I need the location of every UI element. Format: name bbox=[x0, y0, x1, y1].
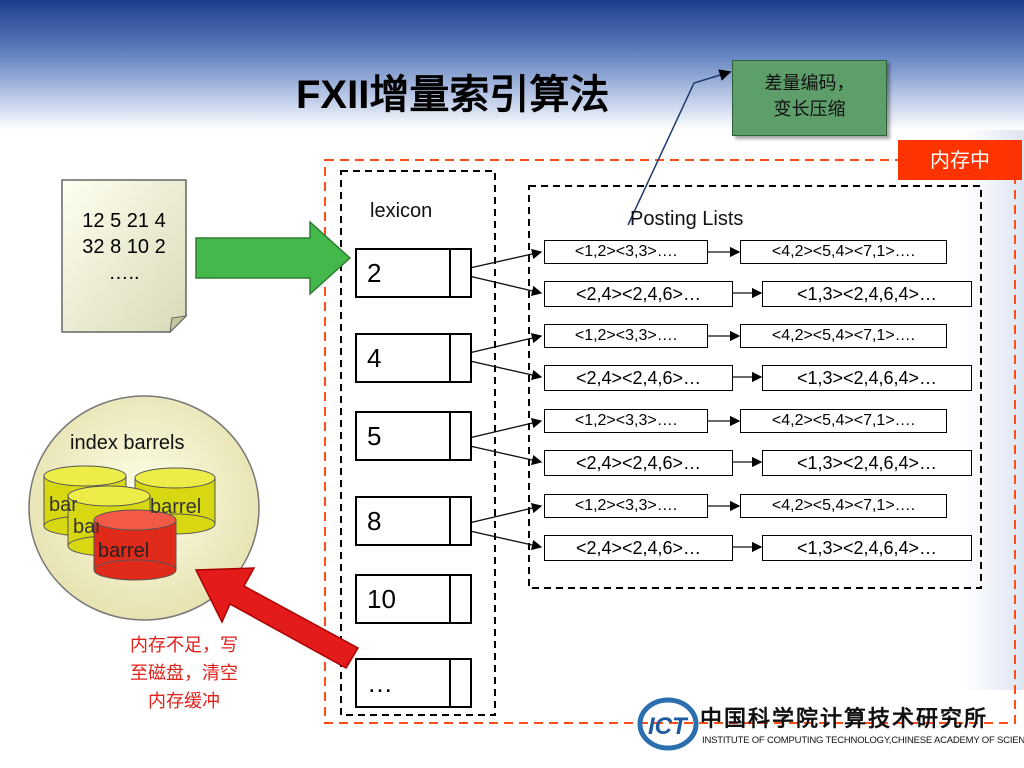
flush-note-line1: 内存不足，写 bbox=[130, 635, 238, 656]
institute-name-cn: 中国科学院计算技术研究所 bbox=[700, 706, 989, 732]
posting-box: <2,4><2,4,6>… bbox=[544, 535, 733, 561]
posting-box: <4,2><5,4><7,1>…. bbox=[740, 409, 947, 433]
flush-arrow bbox=[194, 567, 360, 670]
posting-region bbox=[528, 185, 982, 589]
compression-note: 差量编码， 变长压缩 bbox=[732, 60, 887, 136]
page-title: FXII增量索引算法 bbox=[296, 73, 610, 117]
lexicon-entry-key: 5 bbox=[367, 421, 382, 451]
posting-box: <1,2><3,3>…. bbox=[544, 494, 708, 518]
ict-logo-icon: ICT bbox=[637, 697, 699, 751]
posting-box: <1,2><3,3>…. bbox=[544, 324, 708, 348]
input-arrow bbox=[195, 220, 352, 296]
flush-note-line3: 内存缓冲 bbox=[148, 691, 220, 712]
lexicon-entry-key: 2 bbox=[367, 258, 382, 288]
memory-region bbox=[324, 159, 1016, 724]
lexicon-entry: 10 bbox=[355, 574, 472, 624]
document-text: 12 5 21 4 32 8 10 2 ….. bbox=[62, 208, 186, 286]
posting-box: <2,4><2,4,6>… bbox=[544, 450, 733, 476]
document-line2: 32 8 10 2 bbox=[82, 236, 166, 258]
institute-name-en: INSTITUTE OF COMPUTING TECHNOLOGY,CHINES… bbox=[702, 735, 1024, 746]
lexicon-region bbox=[340, 170, 496, 716]
document-fold bbox=[169, 315, 188, 334]
posting-box: <4,2><5,4><7,1>…. bbox=[740, 324, 947, 348]
lexicon-entry: 5 bbox=[355, 411, 472, 461]
lexicon-entry: 4 bbox=[355, 333, 472, 383]
posting-box: <2,4><2,4,6>… bbox=[544, 365, 733, 391]
barrel-label: barrel bbox=[49, 494, 77, 516]
posting-box: <2,4><2,4,6>… bbox=[544, 281, 733, 307]
posting-box: <4,2><5,4><7,1>…. bbox=[740, 240, 947, 264]
posting-box: <4,2><5,4><7,1>…. bbox=[740, 494, 947, 518]
index-barrels-label: index barrels bbox=[70, 432, 185, 454]
lexicon-entry: … bbox=[355, 658, 472, 708]
ict-logo-abbr: ICT bbox=[648, 713, 689, 740]
posting-box: <1,2><3,3>…. bbox=[544, 240, 708, 264]
posting-box: <1,3><2,4,6,4>… bbox=[762, 281, 972, 307]
posting-lists-label: Posting Lists bbox=[630, 208, 744, 230]
lexicon-label: lexicon bbox=[370, 200, 433, 222]
lexicon-entry: 8 bbox=[355, 496, 472, 546]
posting-box: <1,3><2,4,6,4>… bbox=[762, 365, 972, 391]
barrel-label: barrel bbox=[73, 516, 99, 538]
barrel-front-red bbox=[93, 509, 177, 581]
posting-box: <1,3><2,4,6,4>… bbox=[762, 450, 972, 476]
lexicon-entry-key: … bbox=[367, 668, 393, 698]
flush-note: 内存不足，写 至磁盘，清空 内存缓冲 bbox=[100, 632, 268, 716]
barrel-label: barrel bbox=[150, 496, 202, 518]
lexicon-entry-key: 10 bbox=[367, 584, 396, 614]
compression-note-line2: 变长压缩 bbox=[773, 99, 846, 120]
note-pointer-line bbox=[627, 69, 732, 226]
barrel-label: barrel bbox=[98, 540, 150, 562]
posting-box: <1,3><2,4,6,4>… bbox=[762, 535, 972, 561]
document-line1: 12 5 21 4 bbox=[82, 210, 166, 232]
in-memory-label: 内存中 bbox=[898, 140, 1022, 180]
compression-note-line1: 差量编码， bbox=[764, 73, 855, 94]
posting-box: <1,2><3,3>…. bbox=[544, 409, 708, 433]
flush-note-line2: 至磁盘，清空 bbox=[130, 663, 238, 684]
lexicon-entry-key: 4 bbox=[367, 343, 382, 373]
lexicon-entry: 2 bbox=[355, 248, 472, 298]
document-line3: ….. bbox=[108, 262, 140, 284]
lexicon-entry-key: 8 bbox=[367, 506, 382, 536]
